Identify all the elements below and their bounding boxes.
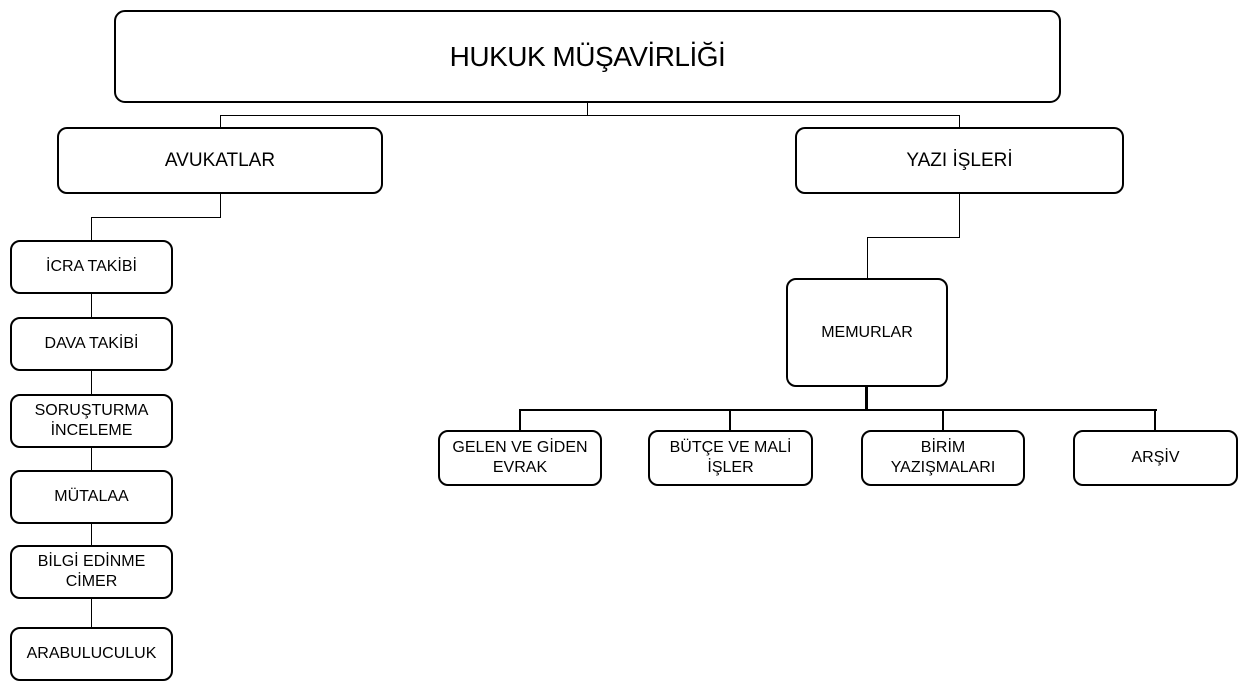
node-sorusturma-inceleme: SORUŞTURMA İNCELEME xyxy=(10,394,173,448)
connector-drop-arsiv xyxy=(1154,409,1156,430)
node-icra-takibi: İCRA TAKİBİ xyxy=(10,240,173,294)
node-avukatlar: AVUKATLAR xyxy=(57,127,383,194)
connector-drop-gelen-ve-giden-evrak xyxy=(519,409,521,430)
connector-root-crossbar xyxy=(220,115,960,116)
connector-drop-memurlar xyxy=(867,237,868,278)
node-memurlar: MEMURLAR xyxy=(786,278,948,387)
connector-drop-icra-takibi xyxy=(91,217,92,240)
node-arabuluculuk: ARABULUCULUK xyxy=(10,627,173,681)
node-butce-ve-mali-isler: BÜTÇE VE MALİ İŞLER xyxy=(648,430,813,486)
connector-avukatlar-stub xyxy=(220,194,221,218)
connector-drop-yazi-isleri xyxy=(959,115,960,127)
connector-drop-avukatlar xyxy=(220,115,221,127)
node-mutalaa: MÜTALAA xyxy=(10,470,173,524)
connector-bilgi-to-arabuluculuk xyxy=(91,599,92,627)
connector-sorusturma-to-mutalaa xyxy=(91,448,92,470)
node-gelen-ve-giden-evrak: GELEN VE GİDEN EVRAK xyxy=(438,430,602,486)
connector-yazi-isleri-stub xyxy=(959,194,960,238)
node-dava-takibi: DAVA TAKİBİ xyxy=(10,317,173,371)
connector-memurlar-stub xyxy=(865,387,868,410)
connector-icra-to-dava xyxy=(91,294,92,317)
node-birim-yazismalari: BİRİM YAZIŞMALARI xyxy=(861,430,1025,486)
connector-drop-butce-ve-mali-isler xyxy=(729,409,731,430)
node-hukuk-musavirligi: HUKUK MÜŞAVİRLİĞİ xyxy=(114,10,1061,103)
node-yazi-isleri: YAZI İŞLERİ xyxy=(795,127,1124,194)
connector-memurlar-crossbar xyxy=(519,409,1157,411)
connector-yazi-isleri-elbow xyxy=(867,237,960,238)
node-arsiv: ARŞİV xyxy=(1073,430,1238,486)
connector-dava-to-sorusturma xyxy=(91,371,92,394)
connector-drop-birim-yazismalari xyxy=(942,409,944,430)
connector-mutalaa-to-bilgi xyxy=(91,524,92,545)
node-bilgi-edinme-cimer: BİLGİ EDİNME CİMER xyxy=(10,545,173,599)
connector-avukatlar-elbow xyxy=(91,217,221,218)
connector-root-stub xyxy=(587,103,588,116)
